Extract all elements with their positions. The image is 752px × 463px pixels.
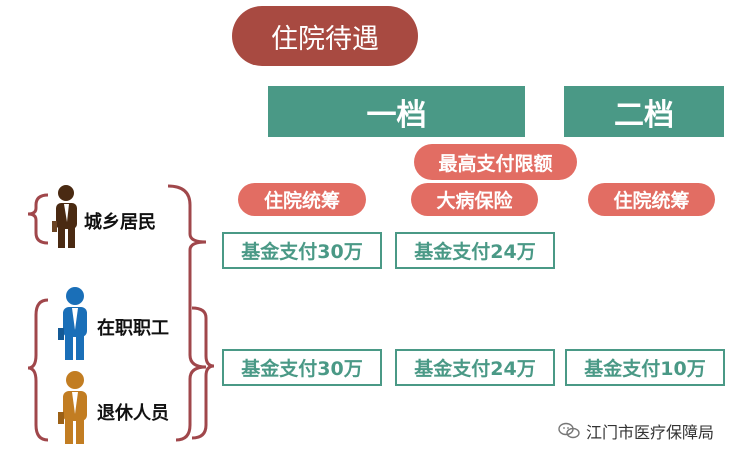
pill-hosp-pool-2: 住院统筹 — [588, 183, 715, 216]
bracket-right-employee — [175, 296, 207, 442]
box-resident-illness: 基金支付24万 — [395, 232, 555, 269]
bracket-right-resident — [167, 184, 207, 296]
pill-max-limit: 最高支付限额 — [414, 144, 577, 180]
wechat-icon — [558, 422, 580, 439]
label-retired: 退休人员 — [97, 403, 169, 424]
person-gold-icon — [58, 371, 87, 444]
label-urban-rural: 城乡居民 — [84, 212, 156, 233]
footer-source-text: 江门市医疗保障局 — [586, 423, 715, 442]
page-title: 住院待遇 — [232, 6, 418, 66]
bracket-resident — [27, 193, 49, 245]
footer-source: 江门市医疗保障局 — [558, 419, 714, 443]
pill-hosp-pool-1: 住院统筹 — [238, 183, 366, 216]
box-resident-pool: 基金支付30万 — [222, 232, 382, 269]
person-blue-icon — [58, 287, 87, 360]
box-worker-pool: 基金支付30万 — [222, 349, 382, 386]
bracket-employee — [27, 298, 49, 442]
pill-serious-illness: 大病保险 — [411, 183, 538, 216]
box-worker-tier2: 基金支付10万 — [565, 349, 725, 386]
label-employed: 在职职工 — [97, 318, 169, 339]
person-brown-icon — [52, 185, 77, 248]
tier2-header: 二档 — [564, 86, 724, 137]
box-worker-illness: 基金支付24万 — [395, 349, 555, 386]
tier1-header: 一档 — [268, 86, 525, 137]
bracket-right-employee-top — [191, 306, 215, 440]
